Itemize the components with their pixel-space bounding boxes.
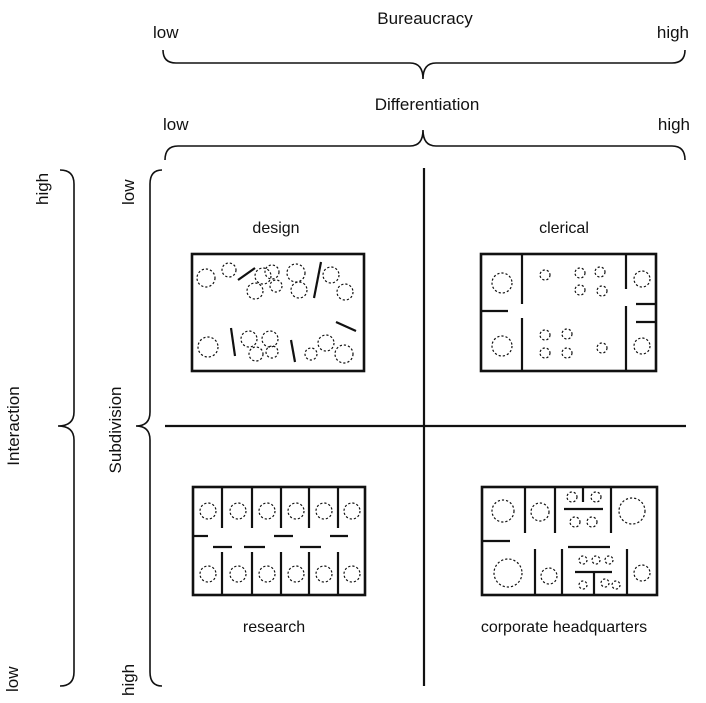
research-floor-plan [191, 485, 367, 597]
differentiation-axis: Differentiation low high [163, 95, 690, 161]
interaction-low-label: low [3, 666, 22, 692]
research-partitions [193, 487, 348, 595]
differentiation-label: Differentiation [375, 95, 480, 114]
bureaucracy-axis: Bureaucracy low high [153, 9, 689, 80]
differentiation-brace [164, 129, 686, 161]
interaction-axis: high Interaction low [3, 169, 75, 692]
interaction-brace [57, 169, 75, 687]
clerical-partitions [481, 254, 656, 371]
bureaucracy-high-label: high [657, 23, 689, 42]
clerical-plan-outline [479, 252, 658, 373]
research-plan-outline [191, 485, 367, 597]
subdivision-axis: low Subdivision high [106, 169, 163, 696]
design-screens [229, 261, 357, 363]
differentiation-high-label: high [658, 115, 690, 134]
corporate-headquarters-partitions [482, 487, 629, 595]
bureaucracy-low-label: low [153, 23, 179, 42]
quadrant-label-clerical: clerical [539, 220, 589, 237]
design-floor-plan [190, 252, 366, 373]
bureaucracy-brace [162, 49, 686, 80]
quadrant-label-research: research [243, 619, 305, 636]
research-workstations [199, 502, 361, 583]
differentiation-low-label: low [163, 115, 189, 134]
quadrant-label-corporate-headquarters: corporate headquarters [481, 619, 647, 636]
interaction-label: Interaction [4, 386, 23, 465]
design-workstations [196, 262, 354, 364]
corporate-headquarters-workstations [491, 491, 651, 590]
clerical-workstations [491, 266, 651, 359]
subdivision-label: Subdivision [106, 387, 125, 474]
interaction-high-label: high [33, 173, 52, 205]
subdivision-low-label: low [119, 179, 138, 205]
subdivision-high-label: high [119, 664, 138, 696]
clerical-floor-plan [479, 252, 658, 373]
corporate-headquarters-floor-plan [480, 485, 659, 597]
bureaucracy-label: Bureaucracy [377, 9, 473, 28]
quadrant-label-design: design [252, 220, 299, 237]
subdivision-brace [135, 169, 163, 687]
